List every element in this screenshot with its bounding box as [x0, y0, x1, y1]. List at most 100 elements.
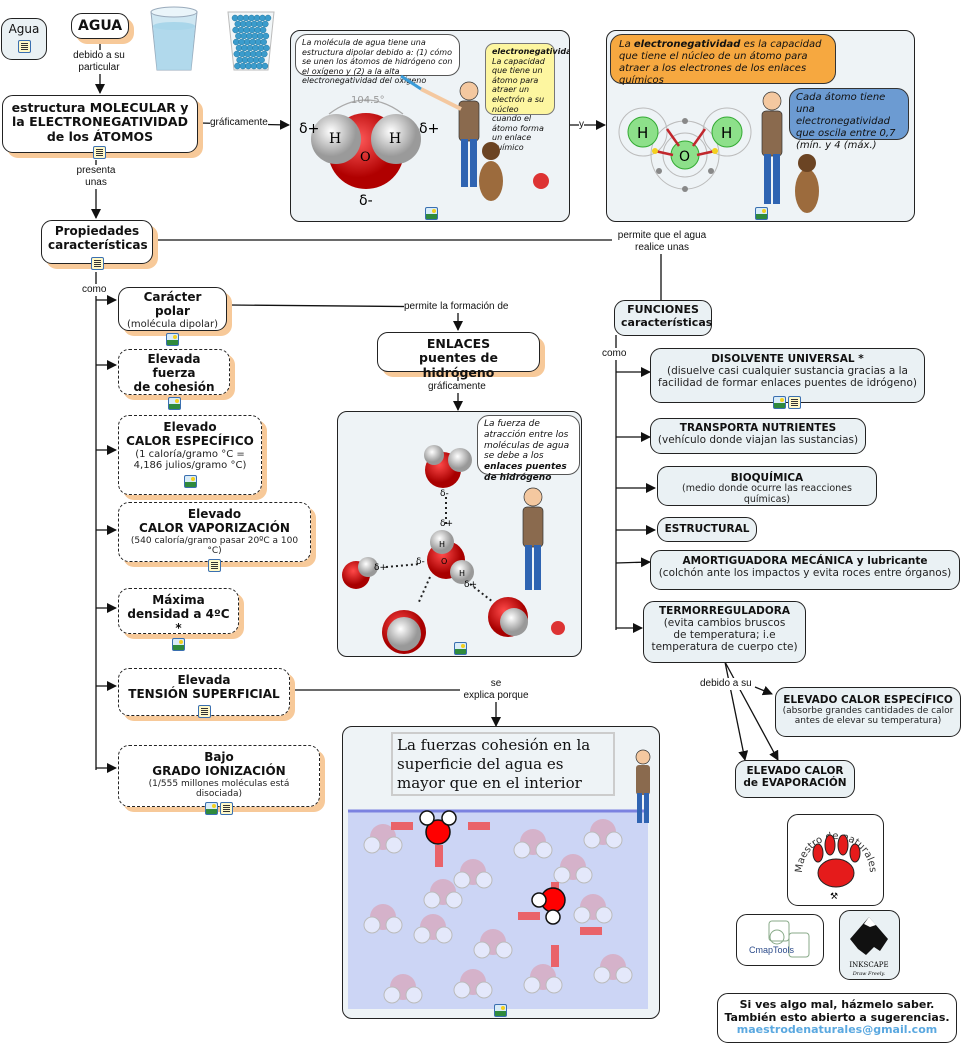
node-label-line: ENLACES: [426, 336, 491, 351]
logo-cmaptools[interactable]: CmapTools: [736, 914, 824, 966]
node-propiedades[interactable]: Propiedades características: [41, 220, 153, 270]
node-agua-small[interactable]: Agua: [1, 18, 47, 60]
node-termorreguladora[interactable]: TERMORREGULADORA (evita cambios bruscos …: [643, 601, 806, 663]
document-icon[interactable]: [220, 802, 233, 816]
water-particle: [234, 20, 242, 28]
dog-character: [479, 142, 503, 201]
water-particle: [238, 38, 245, 46]
background-hydrogen: [413, 926, 431, 944]
node-calor-especifico[interactable]: Elevado CALOR ESPECÍFICO (1 caloría/gram…: [118, 415, 262, 495]
node-funciones[interactable]: FUNCIONES características: [614, 300, 712, 336]
image-icon[interactable]: [454, 642, 467, 655]
scientist-character: [635, 749, 651, 823]
node-tension-superficial[interactable]: Elevada TENSIÓN SUPERFICIAL: [118, 668, 290, 718]
node-label-line: puentes de hidrógeno: [419, 350, 498, 380]
background-hydrogen: [385, 836, 403, 854]
node-estructural[interactable]: ESTRUCTURAL: [657, 517, 757, 542]
dog-character: [795, 154, 819, 213]
document-icon[interactable]: [17, 39, 31, 53]
speech-bubble-dipole: La molécula de agua tiene una estructura…: [295, 34, 460, 85]
document-icon[interactable]: [91, 256, 104, 270]
node-estructura-molecular[interactable]: estructura MOLECULAR y la ELECTRONEGATIV…: [2, 95, 198, 159]
cmaptools-icon: CmapTools: [749, 920, 810, 958]
water-particle: [237, 14, 244, 22]
pickaxe-icon: ⚒: [830, 892, 838, 902]
email-link[interactable]: maestrodenaturales@gmail.com: [736, 1023, 938, 1037]
water-particle: [239, 50, 246, 58]
document-icon[interactable]: [788, 395, 801, 409]
node-subtitle: (molécula dipolar): [126, 318, 219, 330]
inkscape-icon: INKSCAPE Draw Freely.: [849, 917, 889, 977]
paw-logo: [533, 173, 549, 189]
oxygen-label: O: [360, 150, 371, 165]
water-particle: [250, 62, 258, 70]
paw-logo: [551, 621, 565, 635]
node-elevado-calor-especifico[interactable]: ELEVADO CALOR ESPECÍFICO (absorbe grande…: [775, 687, 961, 737]
link-label-como: como: [82, 284, 107, 296]
delta-plus-label: δ+: [299, 121, 319, 137]
background-hydrogen: [383, 986, 401, 1004]
node-transporta-nutrientes[interactable]: TRANSPORTA NUTRIENTES (vehículo donde vi…: [650, 418, 866, 454]
water-particle: [246, 32, 253, 40]
water-particle: [236, 56, 243, 64]
node-elevado-evaporacion[interactable]: ELEVADO CALOR de EVAPORACIÓN: [735, 760, 855, 798]
background-hydrogen: [595, 906, 613, 924]
delta-minus-label: δ-: [416, 557, 425, 567]
background-hydrogen: [535, 841, 553, 859]
delta-plus-label: δ+: [374, 563, 387, 573]
hydrogen-label: H: [389, 131, 401, 147]
document-icon[interactable]: [93, 145, 106, 159]
water-particle: [239, 62, 247, 70]
background-hydrogen: [575, 866, 593, 884]
image-icon[interactable]: [755, 207, 768, 220]
note-title: electronegatividad: [492, 47, 570, 56]
node-label: AGUA: [78, 18, 123, 34]
image-icon[interactable]: [167, 397, 181, 411]
image-icon[interactable]: [172, 638, 185, 652]
bubble-text: La molécula de agua tiene una estructura…: [302, 38, 453, 86]
node-amortiguadora[interactable]: AMORTIGUADORA MECÁNICA y lubricante (col…: [650, 550, 960, 590]
water-particle: [250, 50, 257, 58]
image-icon[interactable]: [205, 802, 218, 816]
node-label-line: Elevada fuerza: [147, 352, 201, 380]
image-icon[interactable]: [425, 207, 438, 220]
water-particle: [263, 44, 270, 52]
node-enlaces-hidrogeno[interactable]: ENLACES puentes de hidrógeno: [377, 332, 540, 379]
node-calor-vaporizacion[interactable]: Elevado CALOR VAPORIZACIÓN (540 caloría/…: [118, 502, 311, 573]
node-densidad-maxima[interactable]: Máxima densidad a 4ºC *: [118, 588, 239, 652]
link-label-permite-formacion: permite la formación de: [404, 301, 509, 313]
document-icon[interactable]: [208, 559, 221, 573]
panel-surface-tension: La fuerzas cohesión en la superficie del…: [342, 726, 660, 1019]
background-hydrogen: [473, 941, 491, 959]
water-particle: [242, 14, 250, 22]
node-subtitle: antes de elevar su temperatura): [794, 716, 942, 727]
node-label-line: Elevado: [163, 420, 217, 434]
document-icon[interactable]: [197, 704, 211, 718]
bubble-bold: enlaces puentes de hidrógeno: [484, 462, 567, 483]
water-particle: [254, 38, 262, 46]
node-agua[interactable]: AGUA: [71, 13, 129, 39]
water-particle: [240, 32, 248, 40]
node-title: TRANSPORTA NUTRIENTES: [679, 422, 837, 434]
logo-maestro-de-naturales[interactable]: Maestro de naturales ⚒: [787, 814, 884, 906]
node-cohesion[interactable]: Elevada fuerza de cohesión: [118, 349, 230, 411]
node-label-line: de los ÁTOMOS: [46, 128, 154, 144]
node-subtitle: de temperatura; i.e: [673, 629, 776, 642]
image-icon[interactable]: [773, 395, 786, 409]
node-label-line: características: [621, 315, 713, 329]
node-grado-ionizacion[interactable]: Bajo GRADO IONIZACIÓN (1/555 millones mo…: [118, 745, 320, 816]
node-caracter-polar[interactable]: Carácter polar (molécula dipolar): [118, 287, 227, 347]
water-particle: [243, 38, 251, 46]
hydrogen-label: H: [329, 131, 341, 147]
node-disolvente-universal[interactable]: DISOLVENTE UNIVERSAL * (disuelve casi cu…: [650, 348, 925, 409]
node-label-line: la ELECTRONEGATIVIDAD: [12, 114, 188, 130]
image-icon[interactable]: [166, 333, 179, 347]
water-particle: [231, 14, 239, 22]
logo-inkscape[interactable]: INKSCAPE Draw Freely.: [839, 910, 900, 980]
background-hydrogen: [385, 916, 403, 934]
image-icon[interactable]: [494, 1004, 507, 1017]
water-particle: [255, 50, 263, 58]
image-icon[interactable]: [183, 474, 197, 488]
node-label-line: de EVAPORACIÓN: [743, 777, 847, 790]
node-bioquimica[interactable]: BIOQUÍMICA (medio donde ocurre las reacc…: [657, 466, 877, 506]
